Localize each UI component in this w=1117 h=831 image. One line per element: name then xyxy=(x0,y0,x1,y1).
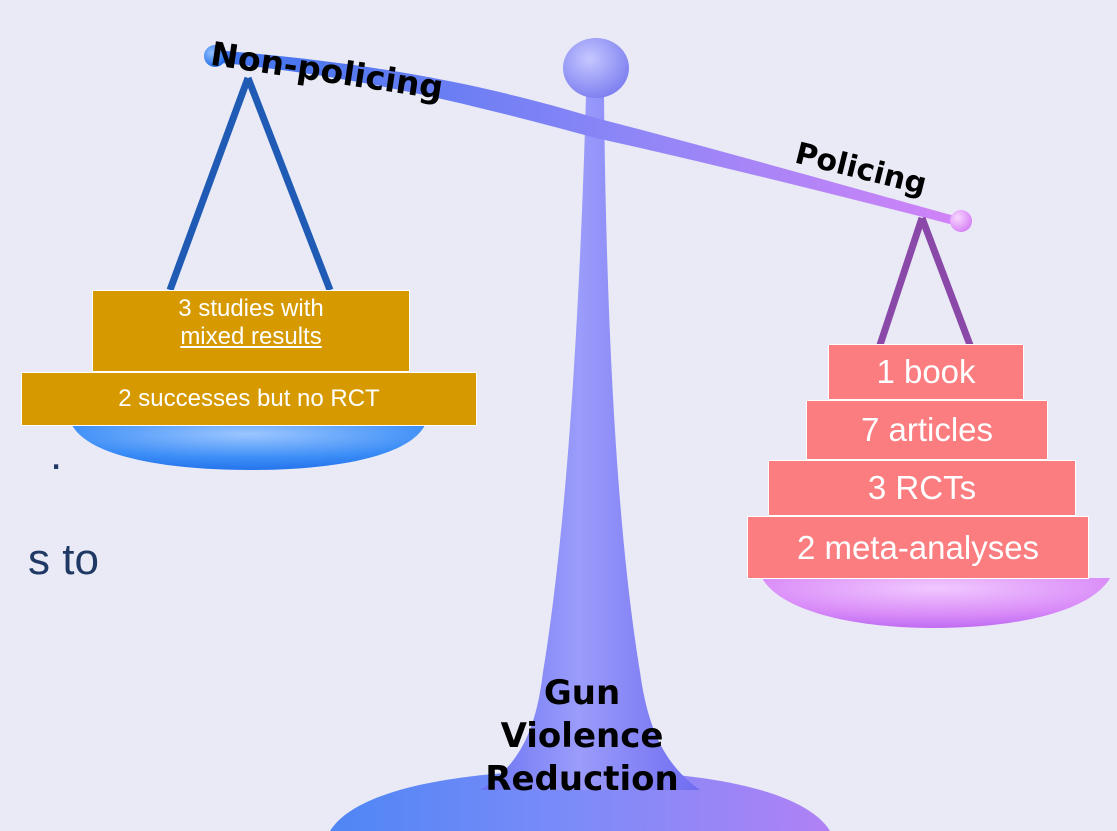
beam-end-left xyxy=(204,45,226,67)
center-label-line-3: Reduction xyxy=(485,759,679,799)
right-box-book: 1 book xyxy=(828,344,1024,400)
center-label-line-2: Violence xyxy=(500,716,664,756)
scale-knob xyxy=(563,38,629,98)
background-text-fragment: s to xyxy=(28,535,99,584)
left-box-line-2: mixed results xyxy=(180,323,322,350)
right-box-articles: 7 articles xyxy=(806,400,1048,460)
beam-end-right xyxy=(950,210,972,232)
right-string-b xyxy=(918,216,974,347)
left-box-successes: 2 successes but no RCT xyxy=(21,372,477,426)
scale-base xyxy=(330,772,830,831)
left-box-mixed-results: 3 studies with mixed results xyxy=(92,290,410,372)
right-box-meta-analyses: 2 meta-analyses xyxy=(747,516,1089,579)
left-string-b xyxy=(244,76,334,292)
right-pan xyxy=(762,578,1110,628)
gun-violence-reduction-label: Gun Violence Reduction xyxy=(447,672,717,801)
right-string-a xyxy=(876,216,926,347)
left-string-a xyxy=(166,76,252,292)
background-dot: . xyxy=(50,430,63,479)
center-label-line-1: Gun xyxy=(543,673,621,713)
right-box-rcts: 3 RCTs xyxy=(768,460,1076,516)
left-box-line-1: 3 studies with xyxy=(178,295,324,322)
scale-post xyxy=(480,96,700,790)
left-pan xyxy=(72,425,425,470)
scale-beam xyxy=(212,50,962,226)
